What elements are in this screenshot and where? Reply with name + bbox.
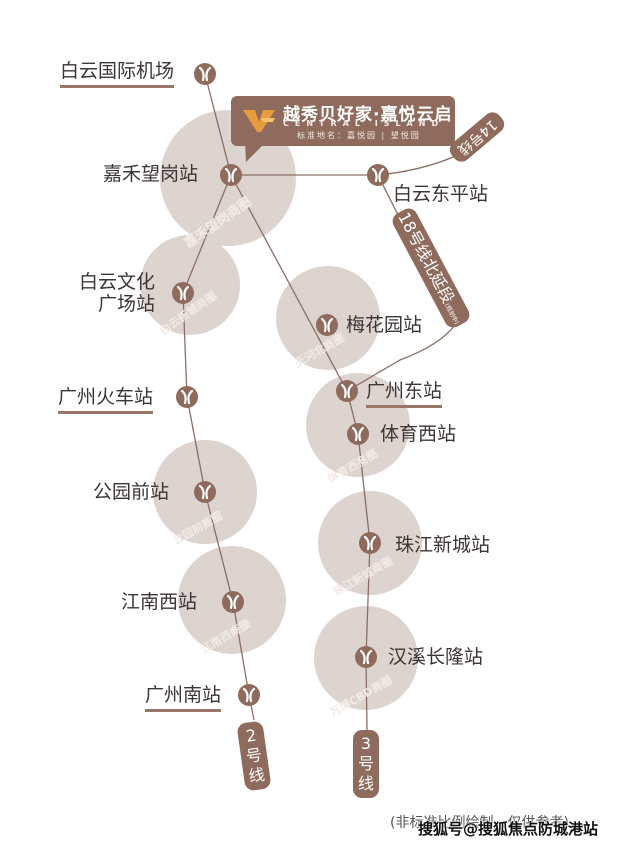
station-marker-baiyun-dongping[interactable] [367, 164, 389, 186]
station-label-baiyun-wenhua-line1: 白云文化 [79, 271, 156, 293]
station-marker-gongyuanqian[interactable] [194, 481, 216, 503]
metro-logo-icons [176, 66, 385, 703]
station-marker-jiangnan-xi[interactable] [222, 591, 244, 613]
station-marker-guangzhou-east[interactable] [336, 380, 358, 402]
station-label-tiyu-xi[interactable]: 体育西站 [380, 423, 457, 445]
watermark: 搜狐号@搜狐焦点防城港站 [418, 820, 599, 838]
station-label-guangzhou-east[interactable]: 广州东站 [366, 380, 443, 408]
station-label-jiahe-wanggang[interactable]: 嘉禾望岗站 [103, 163, 199, 185]
line-2-path[interactable] [182, 73, 255, 721]
station-label-baiyun-airport[interactable]: 白云国际机场 [60, 60, 175, 88]
line-18-note: (规划中) [443, 302, 460, 326]
station-marker-zhujiang-xincheng[interactable] [359, 532, 381, 554]
station-label-gongyuanqian[interactable]: 公园前站 [93, 481, 170, 503]
station-label-baiyun-dongping[interactable]: 白云东平站 [393, 183, 489, 205]
station-label-guangzhou-south[interactable]: 广州南站 [145, 684, 222, 712]
scale-disclaimer: (非标准比例绘制，仅供参考) [390, 815, 569, 831]
banner-place-name: 标准地名：嘉悦园 | 望悦园 [297, 131, 421, 140]
station-label-hanxi-changlong[interactable]: 汉溪长隆站 [388, 646, 484, 668]
line-3-number: 3 [360, 734, 372, 753]
line-3-badge[interactable]: 3 号 线 [353, 730, 379, 798]
banner-title: 越秀贝好家·嘉悦云启 [283, 105, 453, 125]
line-3-char2: 线 [357, 774, 374, 793]
station-marker-guangzhou-railway[interactable] [176, 386, 198, 408]
station-label-baiyun-wenhua[interactable]: 白云文化 广场站 [79, 271, 155, 315]
station-marker-hanxi-changlong[interactable] [355, 646, 377, 668]
station-label-zhujiang-xincheng[interactable]: 珠江新城站 [395, 534, 491, 556]
station-label-meihuayuan[interactable]: 梅花园站 [346, 314, 423, 336]
station-marker-guangzhou-south[interactable] [238, 684, 260, 706]
station-label-baiyun-wenhua-line2: 广场站 [98, 293, 156, 315]
station-markers [172, 63, 389, 706]
station-label-guangzhou-railway[interactable]: 广州火车站 [58, 386, 154, 414]
line-3-path[interactable] [230, 174, 371, 731]
project-banner: 越秀贝好家·嘉悦云启 CENTRAL ISLAND 标准地名：嘉悦园 | 望悦园 [231, 96, 455, 146]
station-label-jiangnan-xi[interactable]: 江南西站 [121, 591, 198, 613]
brand-logo-icon [243, 110, 275, 132]
station-marker-baiyun-airport[interactable] [194, 63, 216, 85]
district-circles [140, 110, 422, 710]
line-2-char2: 线 [247, 764, 266, 786]
station-marker-tiyu-xi[interactable] [347, 423, 369, 445]
station-marker-jiahe-wanggang[interactable] [220, 164, 242, 186]
line-3-char1: 号 [357, 754, 374, 773]
banner-subtitle: CENTRAL ISLAND [283, 119, 445, 128]
